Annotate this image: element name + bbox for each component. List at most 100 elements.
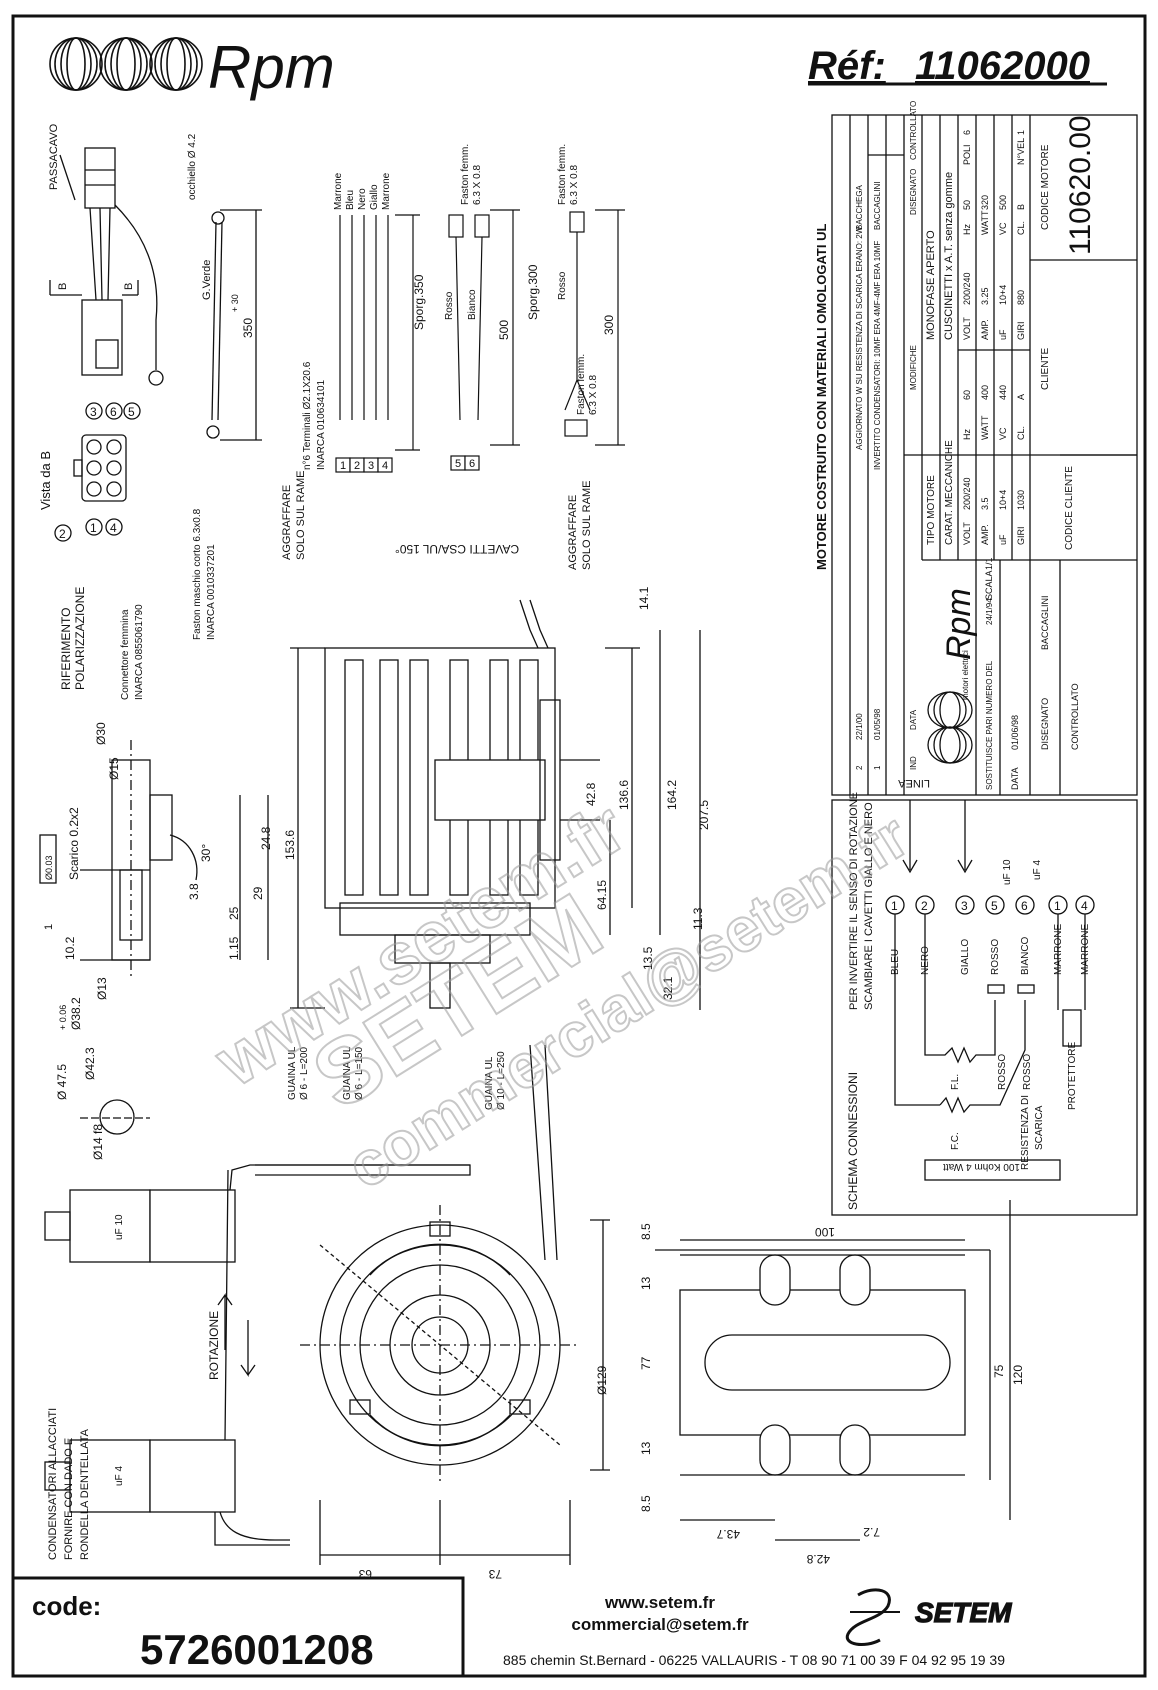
dim-72: 7.2 (863, 1525, 880, 1539)
dim-d382: Ø38.2 (69, 997, 83, 1030)
color-bleu: Bleu (345, 190, 356, 210)
pin-2: 2 (59, 527, 66, 541)
el-r1-a: AMP. (980, 319, 990, 340)
guaina3-a: GUAINA UL (484, 1056, 495, 1110)
wire-box-3: 3 (368, 460, 374, 472)
len-350: 350 (241, 318, 255, 338)
vista-da-b: Vista da B (38, 451, 53, 510)
data-value: 01/06/98 (1010, 715, 1020, 750)
setem-logo-text: SETEM (915, 1597, 1012, 1628)
motor-side-view: 153.6 42.8 136.6 164.2 207.5 64.15 13.5 … (283, 586, 711, 1010)
cliente-label: CLIENTE (1040, 347, 1051, 390)
dim-d14: Ø14 f8 (91, 1124, 105, 1160)
cap-uf4: uF 4 (114, 1466, 125, 1486)
label-giallo: GIALLO (960, 939, 971, 975)
title-heading: MOTORE COSTRUITO CON MATERIALI OMOLOGATI… (814, 224, 829, 570)
dim-tol003: Ø0.03 (44, 855, 54, 880)
rev2-data: 22/1/00 (855, 713, 864, 740)
setem-watermark: www.setem.fr SETEM commercial@setem.fr (200, 786, 921, 1203)
title-block: MOTORE COSTRUITO CON MATERIALI OMOLOGATI… (814, 101, 1138, 796)
el-r2-a: uF (998, 329, 1008, 340)
wire-box-5: 5 (455, 458, 461, 470)
gverde-label: G.Verde (201, 260, 213, 300)
tol-plus30: + 30 (230, 294, 240, 312)
el-r0-b: 200/240 (962, 272, 972, 305)
schema-inv1: PER INVERTIRE IL SENSO DI ROTAZIONE (848, 792, 860, 1010)
guaina2-a: GUAINA UL (342, 1046, 353, 1100)
dim-d129: Ø129 (595, 1365, 609, 1395)
rev-header-mod: MODIFICHE (909, 345, 918, 390)
rev1-disegnato: BACCAGLINI (873, 182, 882, 230)
passacavo-label: PASSACAVO (48, 123, 60, 190)
mounting-bracket-view: 100 8.5 13 77 13 8.5 75 120 43.7 42.8 7.… (639, 1200, 1025, 1566)
label-fl: F.L. (950, 1074, 961, 1090)
node-1b: 1 (1054, 899, 1061, 913)
code-label: code: (32, 1591, 101, 1621)
dim-1366: 136.6 (617, 780, 631, 810)
footer-website[interactable]: www.setem.fr (604, 1593, 715, 1612)
el-r2-d: 500 (998, 195, 1008, 210)
controllato-label: CONTROLLATO (1070, 683, 1080, 750)
solo-rame-2: SOLO SUL RAME (581, 481, 593, 570)
dim-428b: 42.8 (806, 1552, 830, 1566)
polarizzazione-label: POLARIZZAZIONE (73, 587, 87, 690)
rev-header-ind: IND (909, 756, 918, 770)
color-marrone-2: Marrone (381, 172, 392, 210)
rev2-disegnato: BACCHEGA (855, 184, 864, 230)
footer-address: 885 chemin St.Bernard - 06225 VALLAURIS … (503, 1652, 1005, 1668)
cond-line3: RONDELLA DENTELLATA (79, 1428, 91, 1560)
setem-logo: SETEM (845, 1588, 1013, 1647)
footer-email[interactable]: commercial@setem.fr (571, 1615, 749, 1634)
rpm-logo: Rpm (49, 34, 335, 101)
earth-wire-detail: occhiello Ø 4.2 G.Verde 350 + 30 Faston … (187, 133, 262, 640)
label-fc: F.C. (950, 1132, 961, 1150)
motor-front-view: Ø129 63 73 (300, 1205, 610, 1581)
node-1: 1 (891, 899, 898, 913)
dim-6415: 64.15 (595, 880, 609, 910)
connettore-label: Connettore femmina (120, 609, 131, 700)
footer: code: 5726001208 www.setem.fr commercial… (11, 1576, 1013, 1678)
rotazione-label: ROTAZIONE (207, 1311, 221, 1380)
dim-d30: Ø30 (94, 722, 108, 745)
el-r3-a: GIRI (1016, 321, 1026, 340)
dim-113: 11.3 (691, 907, 705, 930)
node-3: 3 (961, 899, 968, 913)
solo-rame-1: SOLO SUL RAME (295, 471, 307, 560)
dim-d13: Ø13 (95, 977, 109, 1000)
dim-29: 29 (251, 886, 265, 900)
dim-25: 25 (227, 906, 241, 920)
connettore-code: INARCA 0855061790 (134, 604, 145, 700)
occhiello-label: occhiello Ø 4.2 (187, 133, 198, 200)
scala-value: 1/1 (984, 557, 994, 570)
aggraffare-2: AGGRAFFARE (567, 495, 579, 570)
disegnato-label: DISEGNATO (1040, 698, 1050, 750)
dim-428: 42.8 (584, 782, 598, 806)
dim-d423: Ø42.3 (83, 1047, 97, 1080)
label-rosso-2: ROSSO (997, 1054, 1008, 1090)
wire-box-2: 2 (354, 460, 360, 472)
cap-uf10: uF 10 (114, 1214, 125, 1240)
motor-leads-detail: Marrone Bleu Nero Giallo Marrone Sporg.3… (281, 172, 426, 560)
el-l2-d: 440 (998, 385, 1008, 400)
label-rosso-3: ROSSO (1022, 1054, 1033, 1090)
lead-rosso: Rosso (444, 291, 455, 320)
dim-13-bottom: 13 (639, 1441, 653, 1455)
el-l3-a: GIRI (1016, 526, 1026, 545)
el-r3-f: 1 (1016, 130, 1026, 135)
pin-6: 6 (110, 405, 117, 419)
codice-cliente-label: CODICE CLIENTE (1064, 466, 1075, 550)
cavetti-label: CAVETTI CSA/UL 150° (395, 542, 519, 556)
el-l1-b: 3.5 (980, 497, 990, 510)
dim-77: 77 (639, 1356, 653, 1370)
codice-motore-label: CODICE MOTORE (1040, 144, 1051, 230)
dim-d475: Ø 47.5 (55, 1064, 69, 1100)
dim-135: 13.5 (641, 946, 655, 970)
el-l2-b: 10+4 (998, 490, 1008, 510)
el-r1-c: WATT (980, 210, 990, 235)
label-res2: SCARICA (1034, 1105, 1045, 1150)
schema-uf10: uF 10 (1002, 859, 1013, 885)
node-6: 6 (1021, 899, 1028, 913)
faston-size-2: 6.3 X 0.8 (569, 165, 580, 205)
dim-1642: 164.2 (665, 780, 679, 810)
rev1-data: 01/05/98 (873, 708, 882, 740)
